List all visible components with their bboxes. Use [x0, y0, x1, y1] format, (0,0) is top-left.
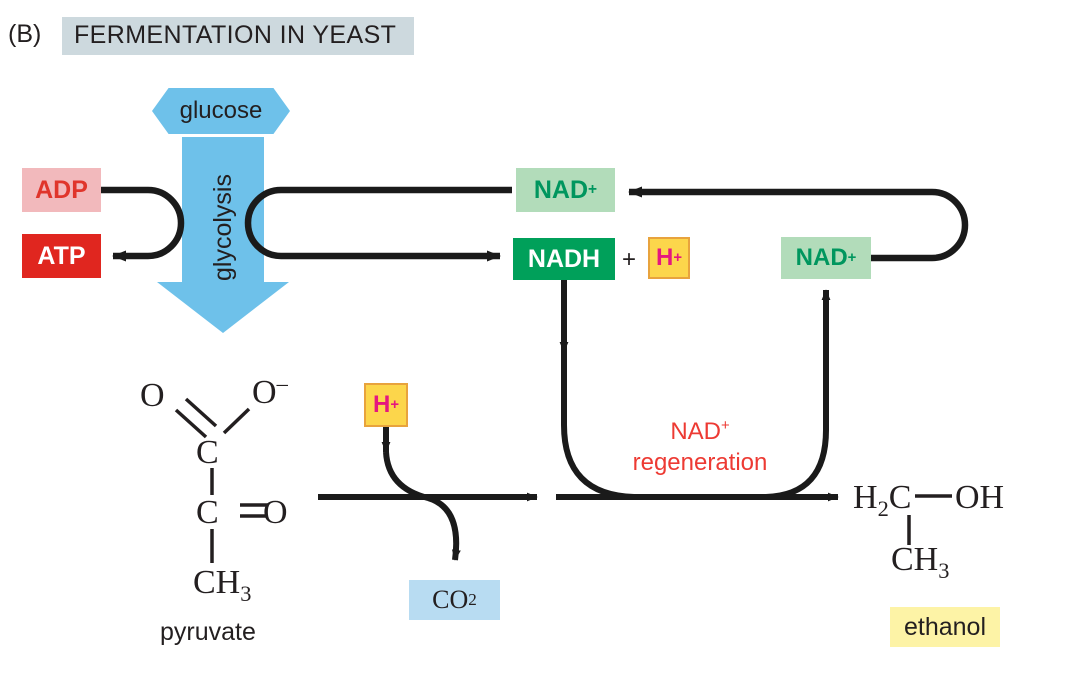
pyruvate-carbon-middle: C — [196, 494, 219, 531]
ethanol-methyl: CH3 — [891, 541, 949, 582]
proton-input-curve — [383, 451, 429, 501]
ethanol-methyl-sub: 3 — [938, 557, 950, 583]
pyruvate-methyl: CH3 — [193, 564, 251, 605]
ethanol-methyl-atom: CH — [891, 541, 939, 578]
glucose-label: glucose — [179, 97, 263, 124]
ethanol-hydrogen-sub: 2 — [877, 495, 889, 521]
nad-plus-box-right: NAD+ — [781, 237, 871, 279]
pyruvate-methyl-sub: 3 — [240, 580, 252, 606]
ethanol-methylene: H2C — [853, 479, 912, 520]
nad-regeneration-line1: NAD+ — [600, 417, 800, 448]
nad-regeneration-charge: + — [720, 418, 730, 434]
co2-label: CO — [432, 585, 469, 614]
atp-box: ATP — [22, 234, 101, 278]
proton-box-top: H+ — [648, 237, 690, 279]
pyruvate-bonds — [174, 397, 268, 563]
glycolysis-label: glycolysis — [166, 137, 280, 330]
nad-to-nadh-curve — [244, 186, 512, 262]
glucose-hexagon — [152, 88, 290, 134]
pyruvate-methyl-atom: CH — [193, 564, 241, 601]
pyruvate-oxygen-right-atom: O — [252, 374, 277, 411]
pyruvate-oxygen-right: O– — [252, 370, 288, 412]
ethanol-name-label: ethanol — [890, 607, 1000, 647]
pyruvate-oxygen-keto: O — [263, 494, 288, 531]
nad-plus-box-left: NAD+ — [516, 168, 615, 212]
panel-title-background — [62, 17, 414, 55]
nad-regeneration-caption: NAD+ regeneration — [600, 417, 800, 478]
glycolysis-label-text: glycolysis — [208, 174, 237, 281]
ethanol-hydrogen-atom: H — [853, 479, 878, 516]
nad-plus-label: NAD — [533, 175, 589, 204]
pyruvate-oxygen-charge: – — [276, 370, 288, 396]
nad-regeneration-text: NAD — [670, 418, 721, 445]
ethanol-bonds — [907, 494, 952, 545]
co2-output-curve — [427, 495, 461, 561]
ethanol-carbon-atom: C — [888, 479, 912, 516]
ethanol-hydroxyl: OH — [955, 479, 1005, 516]
nadh-box: NADH — [513, 238, 615, 280]
pyruvate-oxygen-left: O — [140, 377, 165, 414]
proton-label: H — [655, 244, 674, 271]
adp-box: ADP — [22, 168, 101, 212]
proton-label: H — [372, 391, 391, 418]
panel-letter: (B) — [8, 20, 42, 48]
nad-regeneration-line2: regeneration — [632, 448, 768, 476]
pyruvate-carbon-top: C — [196, 434, 219, 471]
pyruvate-name-label: pyruvate — [160, 618, 256, 646]
page-title: FERMENTATION IN YEAST — [74, 21, 397, 49]
nad-plus-label: NAD — [795, 244, 848, 271]
plus-operator: + — [622, 246, 637, 273]
proton-box-bottom: H+ — [364, 383, 408, 427]
